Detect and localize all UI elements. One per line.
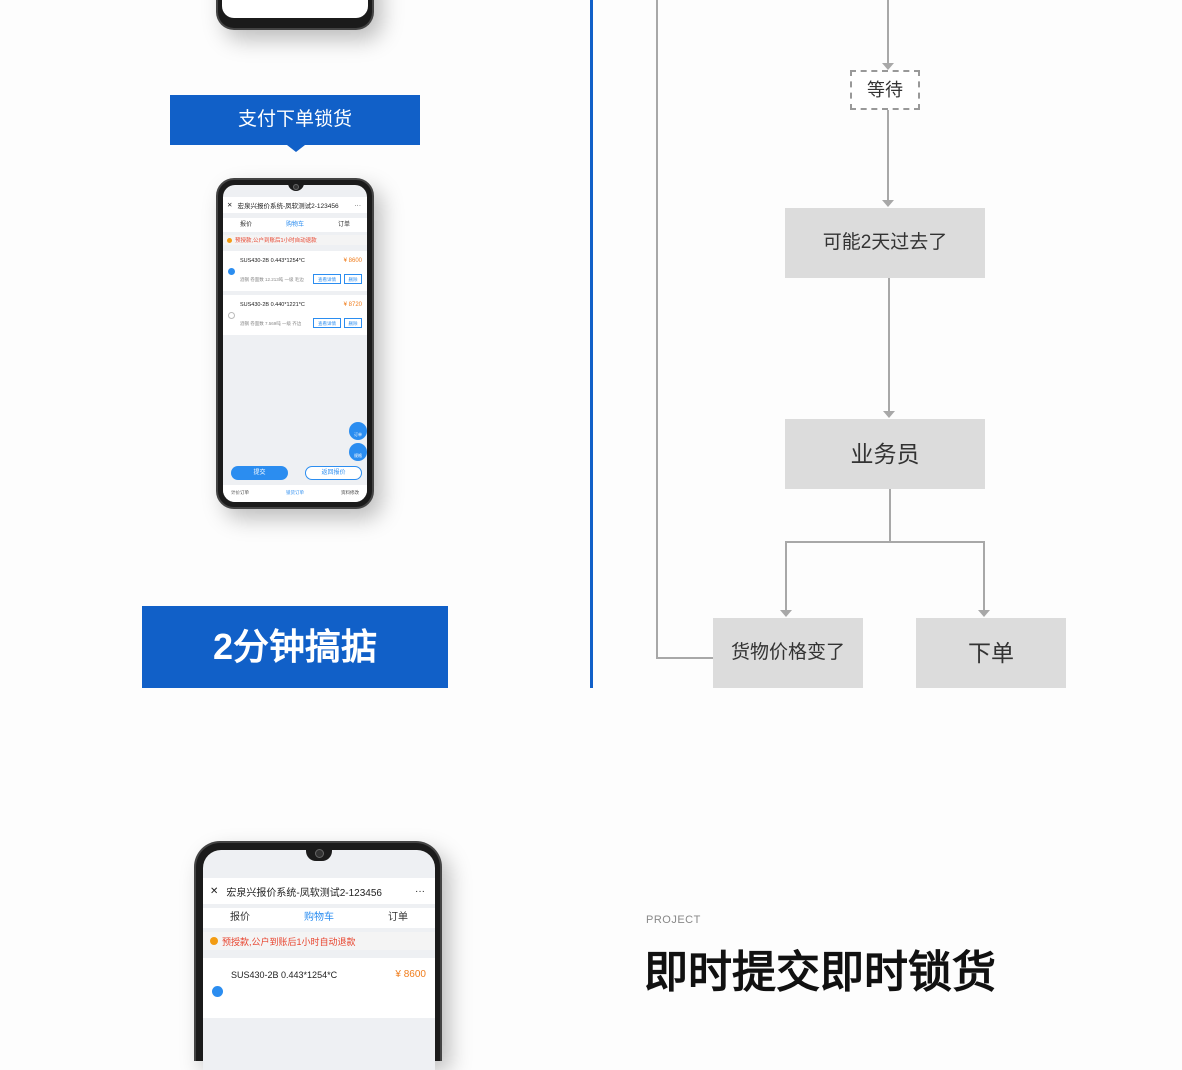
two-days-label: 可能2天过去了 <box>822 232 948 253</box>
warning-icon <box>227 237 232 243</box>
pay-banner-pointer <box>287 145 305 152</box>
warning-icon <box>210 937 218 945</box>
loop-back-line <box>656 0 658 659</box>
footer-profile[interactable]: 资料修改 <box>341 490 359 495</box>
notice-text: 预授款,公户到账后1小时自动退款 <box>222 936 356 947</box>
more-icon[interactable]: ··· <box>415 885 425 897</box>
item-price: ¥ 8600 <box>395 969 426 980</box>
item-name: SUS430-2B 0.443*1254*C <box>240 258 305 264</box>
tab-quote[interactable]: 报价 <box>239 222 252 228</box>
tab-orders[interactable]: 订单 <box>388 912 408 923</box>
phone-tabs: 报价 购物车 订单 <box>203 908 435 928</box>
submit-button[interactable]: 提交 <box>231 466 288 480</box>
cart-item[interactable]: SUS430-2B 0.443*1254*C ¥ 8600 <box>203 958 435 1018</box>
notice-text: 预授款,公户到账后1小时自动退款 <box>235 238 317 244</box>
flow-arrow <box>883 411 895 418</box>
phone-top-partial <box>216 0 374 30</box>
flow-line <box>887 110 889 202</box>
wait-box: 等待 <box>850 70 920 110</box>
phone-title: 宏泉兴报价系统-凤软测试2-123456 <box>237 203 339 210</box>
more-icon[interactable]: ··· <box>354 201 362 209</box>
item-spec: 酒钢 卷面数 7.569吨 一级 齐边 <box>240 321 302 326</box>
delete-button[interactable]: 删除 <box>344 318 362 328</box>
pay-banner: 支付下单锁货 <box>170 95 420 145</box>
delete-button[interactable]: 删除 <box>344 274 362 284</box>
project-label: PROJECT <box>646 914 701 926</box>
flow-branch-line <box>785 541 985 543</box>
item-price: ¥ 8720 <box>343 302 362 308</box>
item-price: ¥ 8600 <box>343 258 362 264</box>
flow-arrow <box>882 63 894 70</box>
salesman-label: 业务员 <box>850 441 920 467</box>
order-fab-button[interactable]: 订单 <box>349 422 367 440</box>
camera-icon <box>293 184 299 190</box>
price-changed-box: 货物价格变了 <box>713 618 863 688</box>
footer-lock-orders[interactable]: 锁货订单 <box>286 490 304 495</box>
footer-pricing-orders[interactable]: 计价订单 <box>231 490 249 495</box>
order-box: 下单 <box>916 618 1066 688</box>
tab-quote[interactable]: 报价 <box>230 912 250 923</box>
section-divider <box>590 0 593 688</box>
phone-cart-large: ✕ 宏泉兴报价系统-凤软测试2-123456 ··· 报价 购物车 订单 预授款… <box>194 841 442 1070</box>
checkbox-empty-icon[interactable] <box>228 312 235 319</box>
flow-arrow <box>978 610 990 617</box>
phone-title: 宏泉兴报价系统-凤软测试2-123456 <box>226 887 382 899</box>
submit-label: 提交 <box>253 470 266 476</box>
back-to-quote-button[interactable]: 返回报价 <box>305 466 362 480</box>
pay-banner-label: 支付下单锁货 <box>237 109 352 130</box>
phone-screen: ✕ 宏泉兴报价系统-凤软测试2-123456 ··· 报价 购物车 订单 预授款… <box>203 850 435 1070</box>
project-eyebrow: PROJECT <box>646 914 701 926</box>
close-icon[interactable]: ✕ <box>227 202 233 209</box>
result-banner: 2分钟搞掂 <box>142 606 448 688</box>
view-detail-button[interactable]: 查看详情 <box>313 318 341 328</box>
tab-orders[interactable]: 订单 <box>337 222 350 228</box>
item-name: SUS430-2B 0.443*1254*C <box>231 970 338 980</box>
phone-footer-nav: 计价订单 锁货订单 资料修改 <box>223 485 367 502</box>
back-label: 返回报价 <box>321 470 346 476</box>
project-title-text: 即时提交即时锁货 <box>644 948 996 997</box>
camera-icon <box>315 849 324 858</box>
result-banner-label: 2分钟搞掂 <box>212 626 378 667</box>
phone-cart-small: ✕ 宏泉兴报价系统-凤软测试2-123456 ··· 报价 购物车 订单 预授款… <box>216 178 374 509</box>
flow-line <box>887 0 889 64</box>
flow-arrow <box>780 610 792 617</box>
phone-tabs: 报价 购物车 订单 <box>223 218 367 232</box>
flow-line <box>785 541 787 611</box>
spec-fab-button[interactable]: 规格 <box>349 443 367 461</box>
flow-line <box>983 541 985 611</box>
cart-item[interactable]: SUS430-2B 0.440*1221*C ¥ 8720 酒钢 卷面数 7.5… <box>223 295 367 335</box>
flow-line <box>888 278 890 412</box>
order-label: 下单 <box>968 640 1014 666</box>
item-spec: 酒钢 卷面数 12.213吨 一级 毛边 <box>240 277 304 282</box>
notice-bar: 预授款,公户到账后1小时自动退款 <box>223 235 367 245</box>
project-title: 即时提交即时锁货 <box>644 936 996 1000</box>
salesman-box: 业务员 <box>785 419 985 489</box>
view-detail-button[interactable]: 查看详情 <box>313 274 341 284</box>
phone-screen: ✕ 宏泉兴报价系统-凤软测试2-123456 ··· 报价 购物车 订单 预授款… <box>223 185 367 502</box>
fab-spec-label: 规格 <box>354 453 362 458</box>
notice-bar: 预授款,公户到账后1小时自动退款 <box>203 932 435 950</box>
flow-line <box>889 489 891 543</box>
phone-title-bar: ✕ 宏泉兴报价系统-凤软测试2-123456 ··· <box>203 878 435 904</box>
tab-cart[interactable]: 购物车 <box>304 912 334 923</box>
phone-title-bar: ✕ 宏泉兴报价系统-凤软测试2-123456 ··· <box>223 197 367 213</box>
two-days-box: 可能2天过去了 <box>785 208 985 278</box>
checkbox-checked-icon[interactable] <box>212 986 223 997</box>
cart-item[interactable]: SUS430-2B 0.443*1254*C ¥ 8600 酒钢 卷面数 12.… <box>223 251 367 291</box>
item-name: SUS430-2B 0.440*1221*C <box>240 302 305 308</box>
tab-cart[interactable]: 购物车 <box>285 222 304 228</box>
close-icon[interactable]: ✕ <box>210 885 219 897</box>
loop-back-line <box>656 657 714 659</box>
wait-label: 等待 <box>867 80 903 100</box>
price-changed-label: 货物价格变了 <box>730 642 845 663</box>
flow-arrow <box>882 200 894 207</box>
fab-order-label: 订单 <box>354 432 362 437</box>
checkbox-checked-icon[interactable] <box>228 268 235 275</box>
